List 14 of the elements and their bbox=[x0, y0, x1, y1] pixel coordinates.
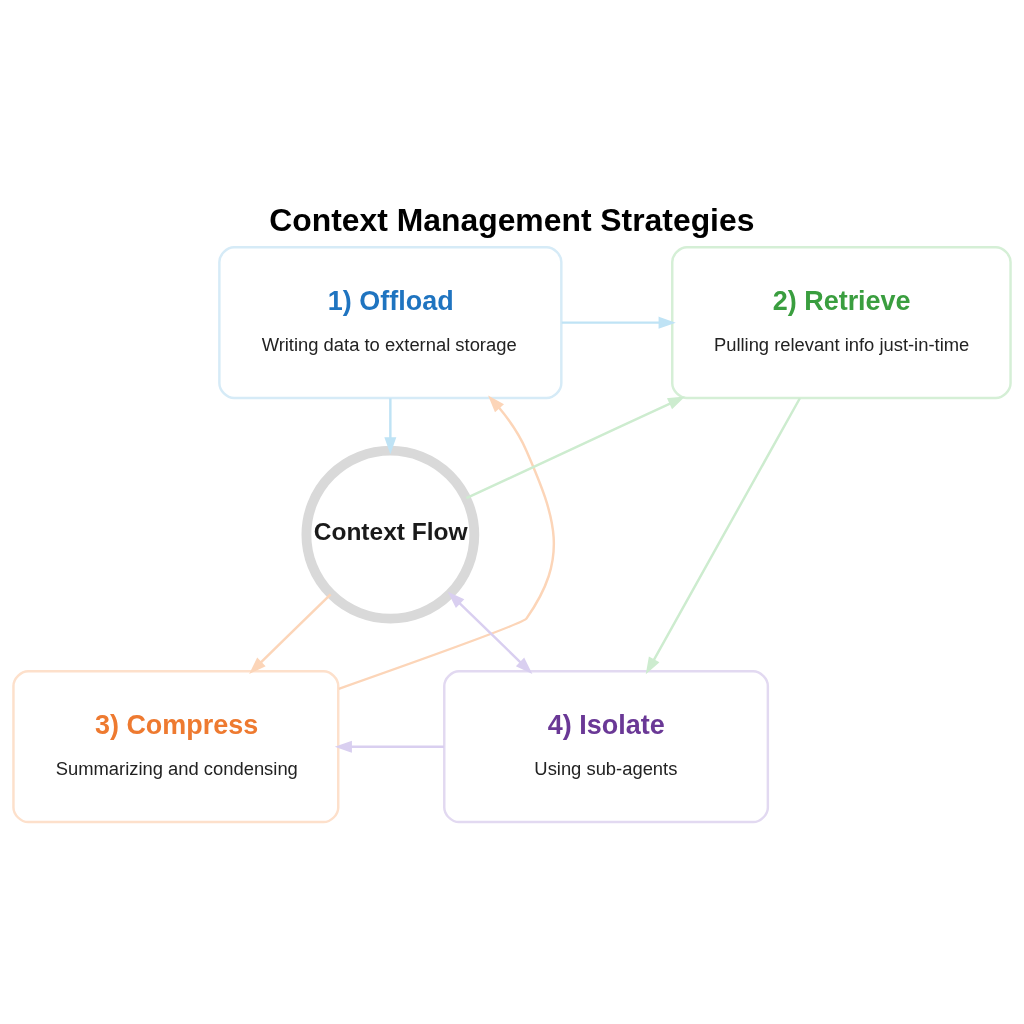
arrow bbox=[465, 396, 686, 500]
arrow bbox=[447, 591, 533, 674]
arrow bbox=[561, 316, 676, 329]
arrow bbox=[249, 593, 332, 674]
node-box: 3) Compress Summarizing and condensing bbox=[12, 670, 340, 824]
node-box: 2) Retrieve Pulling relevant info just-in-time bbox=[671, 246, 1012, 400]
node-circle: Context Flow bbox=[301, 445, 480, 624]
node-box: 1) Offload Writing data to external storage bbox=[218, 246, 563, 400]
arrow bbox=[338, 395, 555, 690]
node-box: 4) Isolate Using sub-agents bbox=[443, 670, 770, 824]
arrow bbox=[334, 740, 445, 753]
arrow bbox=[645, 397, 801, 675]
arrow bbox=[384, 398, 397, 455]
diagram-title: Context Management Strategies bbox=[269, 202, 755, 239]
